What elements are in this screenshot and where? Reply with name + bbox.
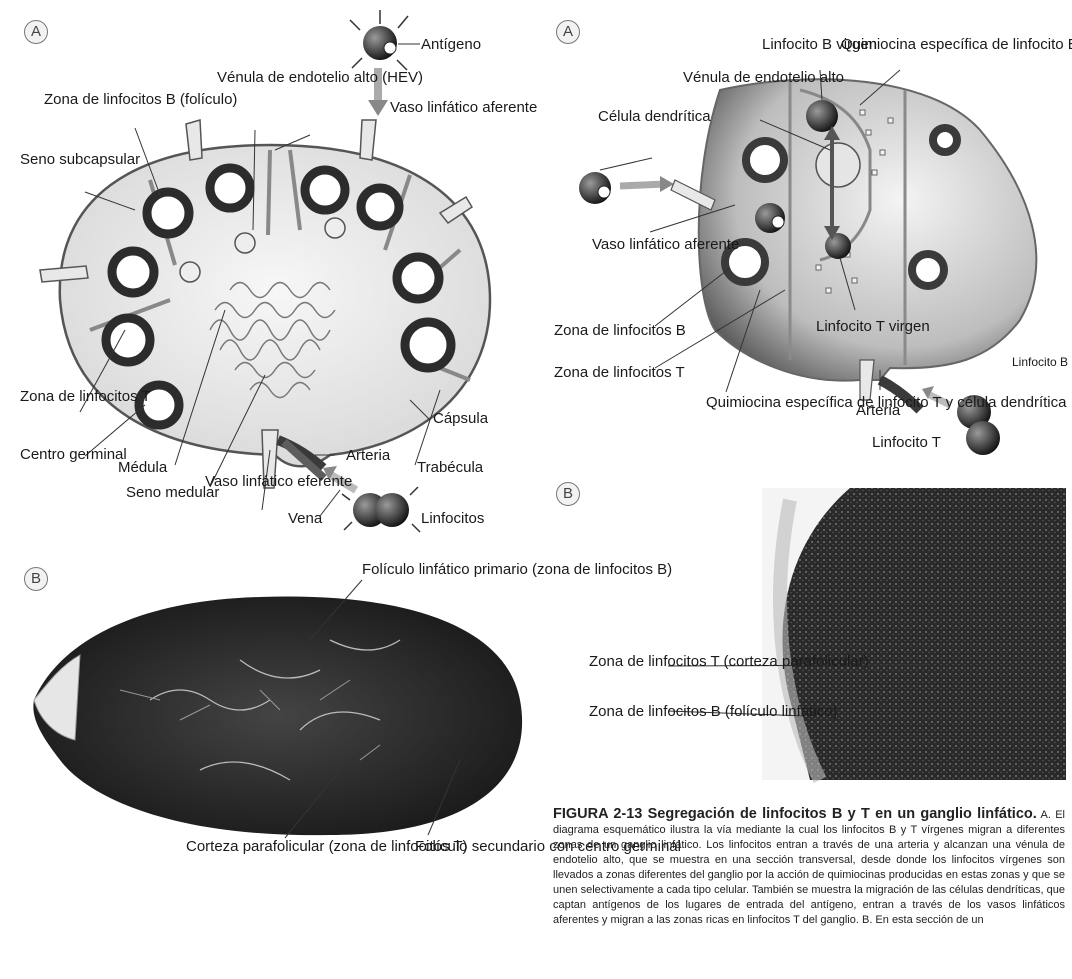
label-capsula: Cápsula: [433, 410, 488, 427]
label-vaso-aferente-right: Vaso linfático aferente: [592, 236, 739, 253]
hev-cross-section: [816, 143, 860, 187]
label-vena: Vena: [288, 510, 322, 527]
label-linfocito-t: Linfocito T: [872, 434, 941, 451]
label-linfocito-t-virgen: Linfocito T virgen: [816, 318, 930, 335]
label-vaso-eferente: Vaso linfático eferente: [205, 473, 352, 490]
label-linfocitos: Linfocitos: [421, 510, 484, 527]
label-venula-right: Vénula de endotelio alto: [683, 69, 844, 86]
left-micrograph: [33, 580, 522, 838]
label-antigeno: Antígeno: [421, 36, 481, 53]
label-seno-subcapsular: Seno subcapsular: [20, 151, 140, 168]
panel-a-letter-left: A: [24, 20, 48, 44]
label-micro-zona-b: Zona de linfocitos B (folículo linfático…: [589, 703, 837, 720]
figure-caption: FIGURA 2-13 Segregación de linfocitos B …: [553, 805, 1065, 928]
label-centro-germinal: Centro germinal: [20, 446, 127, 463]
label-linfocito-b: Linfocito B: [1012, 355, 1068, 369]
caption-body: A. El diagrama esquemático ilustra la ví…: [553, 809, 1065, 926]
right-micrograph: [668, 488, 1066, 780]
label-zona-b: Zona de linfocitos B (folículo): [44, 91, 237, 108]
label-zona-t: Zona de linfocitos T: [20, 388, 151, 405]
antigen-cell: [350, 10, 408, 70]
label-vaso-aferente: Vaso linfático aferente: [390, 99, 537, 116]
panel-b-letter-right: B: [556, 482, 580, 506]
label-arteria-right: Arteria: [856, 402, 900, 419]
lymphocyte-cells: [342, 487, 420, 532]
label-trabecula: Trabécula: [417, 459, 483, 476]
label-quimiocina-b: Quimiocina específica de linfocito B: [841, 36, 1072, 53]
label-venula: Vénula de endotelio alto (HEV): [217, 69, 423, 86]
label-zona-t-right: Zona de linfocitos T: [554, 364, 685, 381]
label-micro-zona-t: Zona de linfocitos T (corteza parafolicu…: [589, 653, 869, 670]
caption-title: FIGURA 2-13 Segregación de linfocitos B …: [553, 806, 1037, 822]
label-medula: Médula: [118, 459, 167, 476]
label-celula-dendritica: Célula dendrítica: [598, 108, 711, 125]
label-foliculo-primario: Folículo linfático primario (zona de lin…: [362, 561, 672, 578]
label-zona-b-right: Zona de linfocitos B: [554, 322, 686, 339]
panel-a-letter-right: A: [556, 20, 580, 44]
label-arteria: Arteria: [346, 447, 390, 464]
panel-b-letter-left: B: [24, 567, 48, 591]
